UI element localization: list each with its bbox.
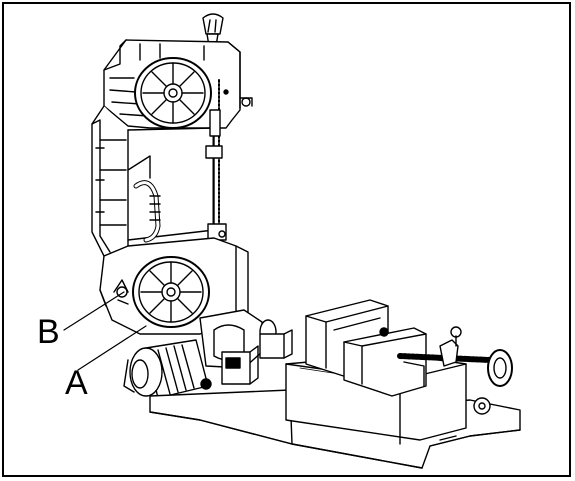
- lower-wheel: [132, 256, 210, 328]
- callout-label-a: A: [65, 364, 88, 402]
- saw-blade: [205, 79, 227, 241]
- callout-leaders: [63, 291, 147, 371]
- leader-b: [63, 291, 125, 331]
- vise-handwheel: [475, 349, 513, 387]
- vise-screw: [397, 326, 493, 367]
- upper-wheel: [134, 57, 212, 129]
- callout-label-b: B: [37, 313, 60, 351]
- drive-motor: [123, 339, 259, 406]
- leader-a: [77, 325, 147, 371]
- coolant-hose: [133, 180, 161, 243]
- c-frame-arm: [91, 105, 215, 263]
- moving-vise-jaw: [343, 327, 427, 397]
